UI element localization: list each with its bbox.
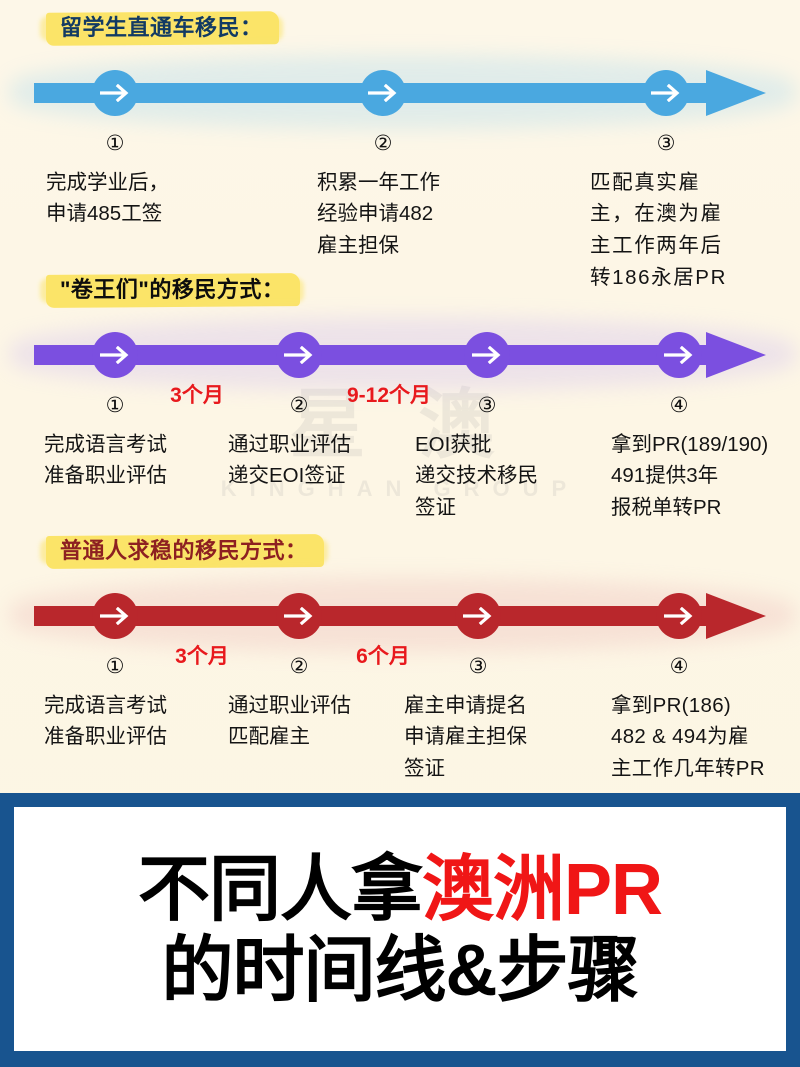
timeline-stable — [0, 577, 800, 652]
step-text: 积累一年工作 经验申请482 雇主担保 — [317, 170, 440, 258]
step-marker: ① — [105, 131, 125, 155]
gap-duration-label: 3个月 — [175, 644, 229, 668]
timeline-node-4[interactable] — [656, 331, 702, 378]
section-stable-pathway: 普通人求稳的移民方式： 3个月 6个月 ① ② — [0, 533, 800, 802]
timeline-node-1[interactable] — [92, 331, 138, 378]
marker-row-stable: 3个月 6个月 ① ② ③ ④ — [0, 646, 800, 686]
timeline-node-3[interactable] — [464, 331, 510, 378]
gap-duration-label: 9-12个月 — [346, 383, 432, 407]
timeline-arrowhead-icon — [706, 592, 766, 639]
banner-inner-box: 不同人拿澳洲PR 的时间线&步骤 — [14, 807, 786, 1051]
timeline-arrowhead-icon — [706, 69, 766, 116]
step-marker: ② — [373, 131, 393, 155]
banner-title-line-1: 不同人拿澳洲PR — [137, 850, 663, 931]
timeline-bar — [34, 605, 712, 626]
steps-student: ① ② ③ 完成学业后， 申请485工签 积累一年工作 经验申请482 雇主担保… — [0, 131, 800, 307]
step-text: 完成学业后， 申请485工签 — [46, 170, 169, 226]
timeline-student — [0, 54, 800, 129]
steps-hustler: 3个月 9-12个月 ① ② ③ ④ 完成语言考试 准备职业评估 通过职业评估 … — [0, 385, 800, 541]
step-text: 拿到PR(186) 482 & 494为雇 主工作几年转PR — [611, 693, 765, 781]
step-text: 匹配真实雇 主，在澳为雇 主工作两年后 转186永居PR — [590, 170, 727, 289]
timeline-node-2[interactable] — [360, 69, 406, 116]
step-marker: ① — [105, 393, 125, 417]
steps-stable: 3个月 6个月 ① ② ③ ④ 完成语言考试 准备职业评估 通过职业评估 匹配雇… — [0, 646, 800, 802]
step-text: 完成语言考试 准备职业评估 — [44, 693, 167, 749]
timeline-hustler — [0, 316, 800, 391]
step-text: 通过职业评估 匹配雇主 — [228, 693, 351, 749]
timeline-node-3[interactable] — [643, 69, 689, 116]
banner-title-part-plain: 不同人拿 — [137, 850, 423, 931]
marker-row-hustler: 3个月 9-12个月 ① ② ③ ④ — [0, 385, 800, 425]
step-marker: ③ — [477, 393, 497, 417]
timeline-bar — [34, 344, 712, 365]
step-text: 雇主申请提名 申请雇主担保 签证 — [404, 693, 527, 781]
timeline-node-1[interactable] — [92, 592, 138, 639]
timeline-node-2[interactable] — [276, 331, 322, 378]
marker-row-student: ① ② ③ — [0, 131, 800, 161]
step-marker: ① — [105, 654, 125, 678]
step-marker: ④ — [669, 654, 689, 678]
step-text: 拿到PR(189/190) 491提供3年 报税单转PR — [611, 432, 769, 520]
step-text-row-student: 完成学业后， 申请485工签 积累一年工作 经验申请482 雇主担保 匹配真实雇… — [0, 167, 800, 307]
step-marker: ② — [289, 393, 309, 417]
timeline-node-1[interactable] — [92, 69, 138, 116]
step-marker: ④ — [669, 393, 689, 417]
step-marker: ③ — [656, 131, 676, 155]
step-text-row-stable: 完成语言考试 准备职业评估 通过职业评估 匹配雇主 雇主申请提名 申请雇主担保 … — [0, 690, 800, 802]
timeline-node-2[interactable] — [276, 592, 322, 639]
step-text: 通过职业评估 递交EOI签证 — [228, 432, 351, 488]
section-student-pathway: 留学生直通车移民： ① ② ③ 完成学业后， 申请485工签 — [0, 10, 800, 307]
section-heading-hustler: "卷王们"的移民方式： — [46, 272, 300, 309]
bottom-title-banner: 不同人拿澳洲PR 的时间线&步骤 — [0, 793, 800, 1067]
banner-title-part-highlight: 澳洲PR — [421, 850, 663, 931]
timeline-node-4[interactable] — [656, 592, 702, 639]
step-text: 完成语言考试 准备职业评估 — [44, 432, 167, 488]
gap-duration-label: 6个月 — [356, 644, 410, 668]
timeline-node-3[interactable] — [455, 592, 501, 639]
section-heading-stable: 普通人求稳的移民方式： — [46, 533, 324, 570]
step-text: EOI获批 递交技术移民 签证 — [415, 432, 538, 520]
section-hustler-pathway: "卷王们"的移民方式： 3个月 9-12个月 ① ② — [0, 272, 800, 541]
step-marker: ② — [289, 654, 309, 678]
banner-title-line-2: 的时间线&步骤 — [161, 931, 640, 1011]
step-marker: ③ — [468, 654, 488, 678]
timeline-arrowhead-icon — [706, 331, 766, 378]
section-heading-student: 留学生直通车移民： — [46, 10, 279, 47]
gap-duration-label: 3个月 — [170, 383, 224, 407]
step-text-row-hustler: 完成语言考试 准备职业评估 通过职业评估 递交EOI签证 EOI获批 递交技术移… — [0, 429, 800, 541]
